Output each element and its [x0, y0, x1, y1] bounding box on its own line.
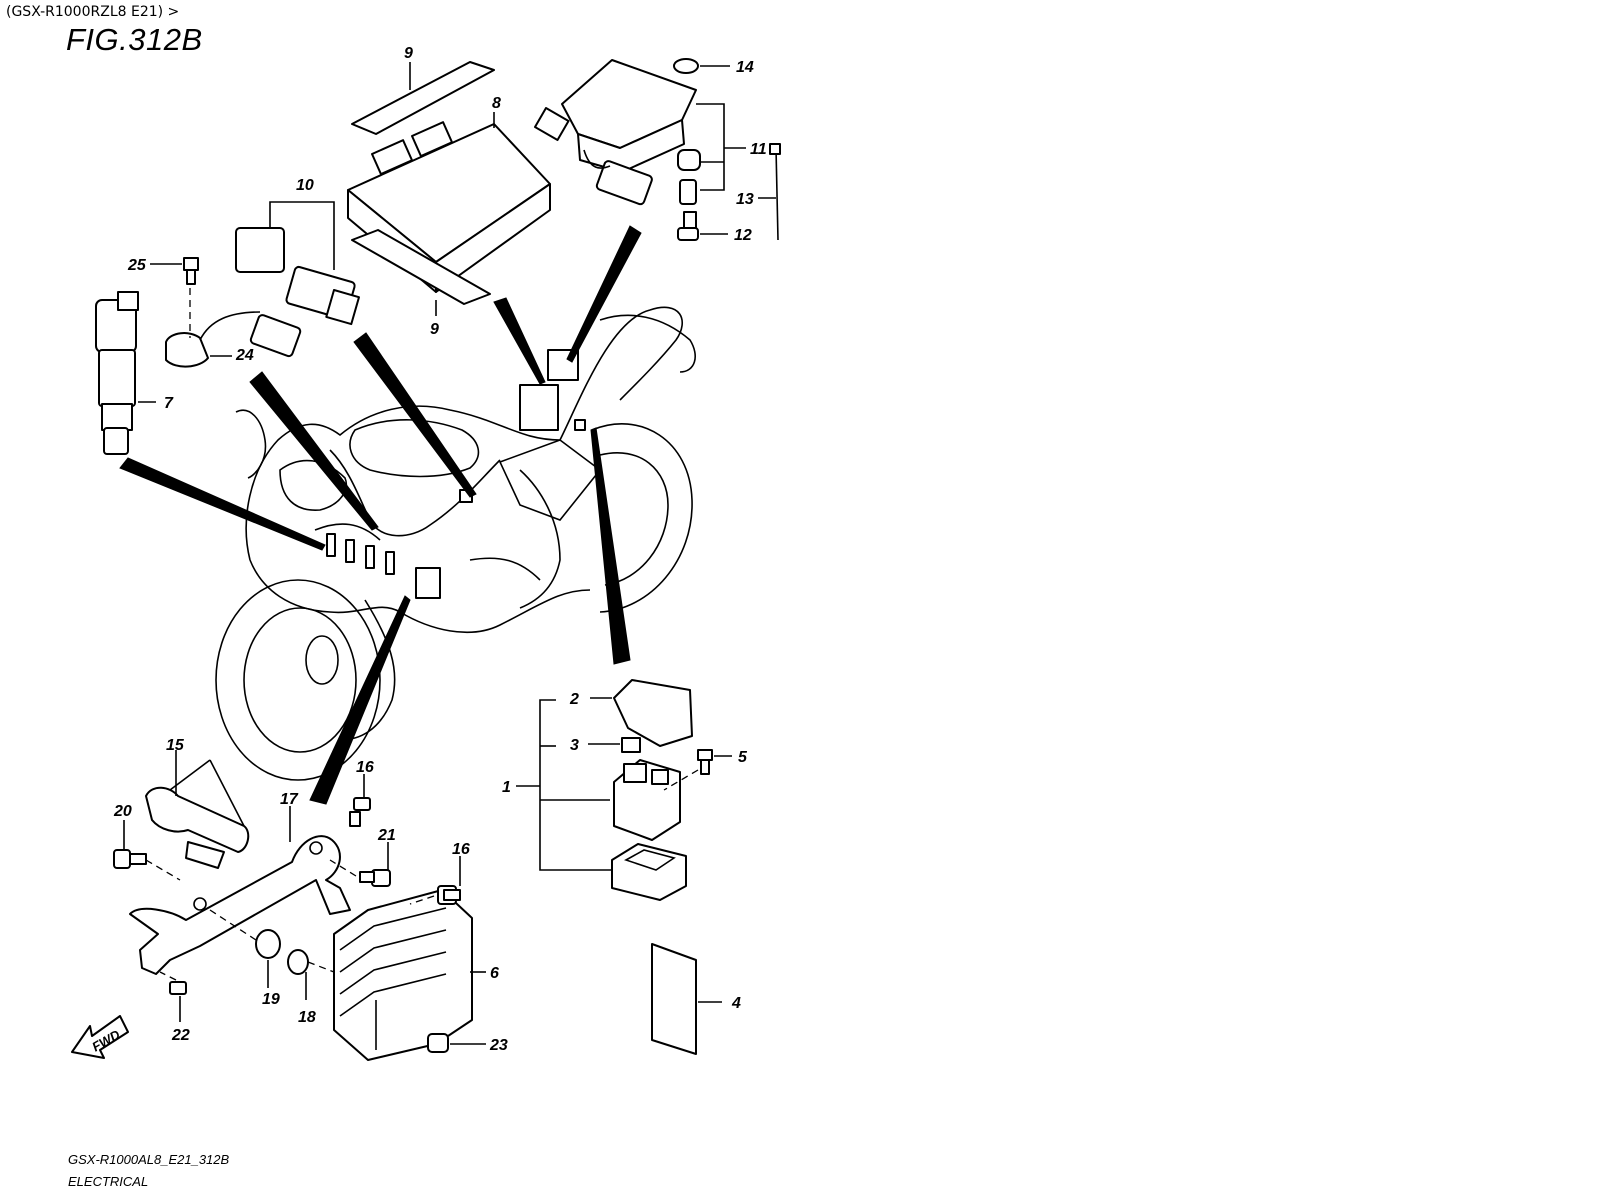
fwd-arrow: FWD — [71, 1015, 129, 1059]
part-16-bolt-right — [409, 856, 461, 905]
callout-15: 15 — [166, 737, 185, 754]
part-4-card — [651, 943, 722, 1055]
breadcrumb[interactable]: (GSX-R1000RZL8 E21) > — [6, 4, 180, 20]
callout-9-top: 9 — [404, 45, 413, 62]
callout-13: 13 — [736, 191, 754, 208]
footer-code: GSX-R1000AL8_E21_312B — [68, 1152, 230, 1167]
part-24-sensor — [165, 311, 302, 368]
part-9-pad-top — [351, 61, 495, 135]
part-8-ecm — [347, 112, 551, 293]
callout-11: 11 — [750, 141, 767, 158]
callout-9-bottom: 9 — [430, 321, 439, 338]
part-5-screw — [663, 749, 732, 791]
figure-title: FIG.312B — [66, 22, 203, 57]
callout-1: 1 — [502, 779, 511, 796]
part-15-bracket — [145, 750, 250, 869]
callout-24: 24 — [235, 347, 254, 364]
callout-labels: 1 2 3 4 5 6 7 8 9 9 10 11 12 13 14 15 16… — [113, 45, 767, 1054]
callout-16-right: 16 — [452, 841, 470, 858]
part-6-regulator — [333, 889, 486, 1061]
part-relay-box — [534, 59, 697, 206]
part-14-grommet — [673, 58, 730, 74]
part-1-starter-relay — [516, 699, 687, 901]
callout-5: 5 — [738, 749, 748, 766]
callout-25: 25 — [127, 257, 147, 274]
part-2-cover — [590, 679, 693, 747]
part-21-bolt — [329, 842, 391, 887]
callout-10: 10 — [296, 177, 314, 194]
part-18-collar — [287, 949, 335, 1000]
part-25-bolt — [150, 257, 199, 338]
callout-16-left: 16 — [356, 759, 374, 776]
callout-20: 20 — [113, 803, 132, 820]
callout-8: 8 — [492, 95, 501, 112]
callout-14: 14 — [736, 59, 754, 76]
motorcycle-outline — [215, 306, 696, 781]
part-20-bolt — [113, 820, 181, 881]
part-23-nut — [427, 1033, 486, 1053]
part-9-pad-bottom — [351, 229, 491, 316]
callout-17: 17 — [280, 791, 299, 808]
callout-22: 22 — [171, 1027, 190, 1044]
part-11-cushion — [677, 103, 746, 191]
callout-12: 12 — [734, 227, 752, 244]
callout-4: 4 — [731, 995, 741, 1012]
part-12-bolt — [677, 211, 728, 241]
part-7-ignition-coil — [95, 291, 156, 455]
part-3-fuse — [588, 737, 641, 753]
callout-2: 2 — [569, 691, 579, 708]
part-22-bolt — [159, 971, 187, 1022]
callout-18: 18 — [298, 1009, 316, 1026]
callout-19: 19 — [262, 991, 280, 1008]
part-16-bolt-left — [349, 774, 371, 827]
part-17-bracket — [129, 806, 351, 975]
callout-7: 7 — [164, 395, 174, 412]
pointer-wedges — [119, 225, 642, 805]
callout-3: 3 — [570, 737, 579, 754]
part-10-connector-set — [235, 201, 360, 326]
part-19-cushion — [209, 909, 281, 988]
callout-6: 6 — [490, 965, 499, 982]
footer-title: ELECTRICAL — [68, 1174, 149, 1189]
callout-21: 21 — [377, 827, 396, 844]
callout-23: 23 — [489, 1037, 508, 1054]
part-13-tie — [679, 143, 781, 241]
